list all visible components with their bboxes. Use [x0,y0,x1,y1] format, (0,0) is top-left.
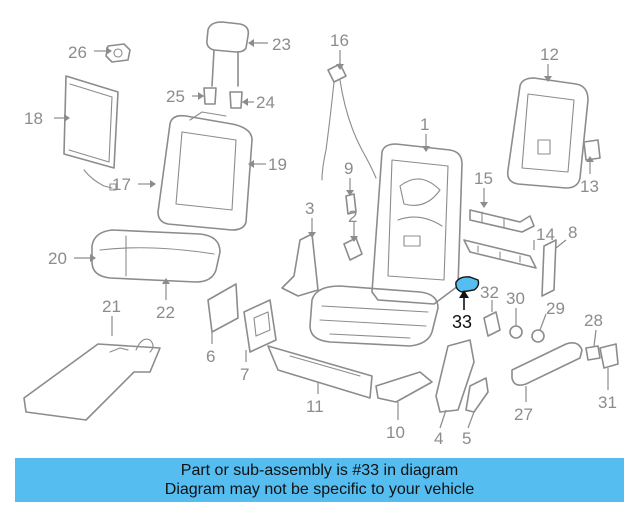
callout-4: 4 [434,429,443,448]
part-32-hinge [483,311,501,337]
callout-20: 20 [48,249,67,268]
part-15-track [469,209,535,233]
callout-6: 6 [206,347,215,366]
callout-28: 28 [584,311,603,330]
info-banner: Part or sub-assembly is #33 in diagram D… [15,458,624,502]
part-12-back-panel [506,77,589,189]
part-2-bracket [343,237,363,261]
leader-33 [459,290,469,310]
callout-2: 2 [348,207,357,226]
part-3-side-bracket [281,233,319,297]
callout-25: 25 [166,87,185,106]
part-7-bracket [243,299,277,353]
callout-26: 26 [68,43,87,62]
part-27-armrest [511,342,583,386]
callout-1: 1 [420,115,429,134]
callout-10: 10 [386,423,405,442]
banner-line-1: Part or sub-assembly is #33 in diagram [180,462,459,479]
part-21-floor-mat [23,338,161,421]
callout-17: 17 [112,175,131,194]
callout-29: 29 [546,299,565,318]
callout-11: 11 [306,397,324,416]
callout-19: 19 [268,155,287,174]
callout-32: 32 [480,283,499,302]
part-5-trim [465,377,489,413]
part-31-end-cap [599,343,619,369]
callout-3: 3 [305,199,314,218]
leader-arrows [64,39,594,284]
callout-12: 12 [540,45,559,64]
callout-18: 18 [24,109,43,128]
part-4-trim [435,339,475,413]
part-23-headrest [206,21,250,87]
part-1-seat-frame [309,143,463,347]
callout-22: 22 [156,303,175,322]
leader-lines [54,42,609,429]
part-25-guide [203,87,217,105]
part-10-trim [375,371,433,403]
part-29-cap [531,329,545,343]
part-24-guide [229,91,243,109]
part-14-track [463,239,537,269]
part-11-rail-trim [267,345,373,399]
part-28-bushing [585,345,601,361]
part-33-highlighted [455,276,480,293]
part-26-clip [105,43,131,63]
callout-5: 5 [462,429,471,448]
part-6-panel [207,283,239,333]
callout-23: 23 [272,35,291,54]
callout-16: 16 [330,31,349,50]
part-8-bracket [541,239,557,297]
callout-8: 8 [568,223,577,242]
callout-24: 24 [256,93,275,112]
part-9-bracket [345,193,357,215]
banner-line-2: Diagram may not be specific to your vehi… [164,481,475,498]
callout-27: 27 [514,405,533,424]
part-30-cap [509,325,523,339]
callout-labels: 1 2 3 4 5 6 7 8 9 10 11 12 13 14 15 16 1… [24,31,617,448]
callout-9: 9 [344,159,353,178]
part-13-latch [583,139,601,161]
part-16-cable [321,63,377,181]
part-20-cushion [91,229,221,283]
callout-33: 33 [452,312,472,332]
callout-15: 15 [474,169,493,188]
part-18-back-panel [63,75,119,191]
part-19-seatback [157,111,253,231]
callout-21: 21 [102,297,121,316]
callout-7: 7 [240,365,249,384]
callout-13: 13 [580,177,599,196]
callout-14: 14 [536,225,555,244]
callout-31: 31 [598,393,617,412]
callout-30: 30 [506,289,525,308]
